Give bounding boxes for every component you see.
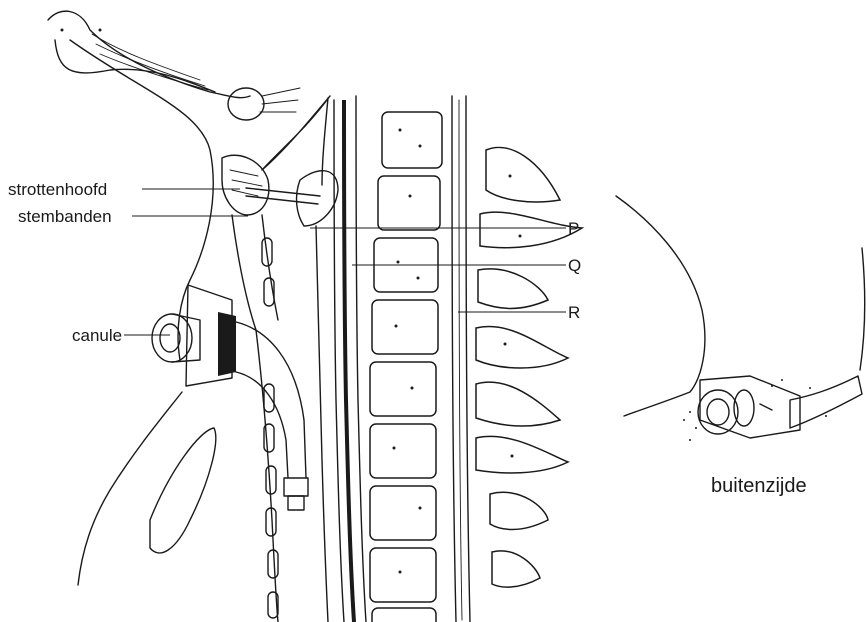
label-cannula: canule <box>72 326 122 345</box>
neck-outline-right <box>860 248 865 370</box>
label-P: P <box>568 219 579 238</box>
hyoid-bone <box>228 88 264 120</box>
tracheal-rings <box>262 238 278 618</box>
outside-cannula <box>698 376 862 438</box>
neck-strap <box>790 376 862 428</box>
epiglottis <box>262 96 330 170</box>
spinal-cord <box>452 96 456 622</box>
thyroid-cartilage <box>222 155 269 215</box>
label-vocal-cords: stembanden <box>18 207 112 226</box>
tracheal-cannula <box>152 285 308 510</box>
outside-caption: buitenzijde <box>711 475 807 497</box>
cannula-tube <box>236 322 306 478</box>
neck-skin-front <box>70 40 213 360</box>
outside-view: buitenzijde <box>616 196 865 497</box>
skin-stipple <box>683 379 827 441</box>
neck-outline-left <box>616 196 705 416</box>
label-R: R <box>568 303 580 322</box>
labels: strottenhoofd stembanden canule P Q R <box>8 180 581 345</box>
label-Q: Q <box>568 256 581 275</box>
arytenoid-cartilage <box>297 171 338 226</box>
outside-cannula-opening <box>698 390 738 434</box>
spinous-processes <box>476 147 582 587</box>
label-larynx: strottenhoofd <box>8 180 107 199</box>
cannula-opening <box>152 314 192 362</box>
sternum-fragment <box>150 428 216 553</box>
trachea-back-wall <box>316 226 328 622</box>
vertebral-column <box>370 112 442 622</box>
oesophagus-wall-dark <box>344 100 354 622</box>
jaw-bone <box>48 11 250 98</box>
trachea-front-wall <box>232 215 278 622</box>
neck-cross-section <box>48 11 582 622</box>
